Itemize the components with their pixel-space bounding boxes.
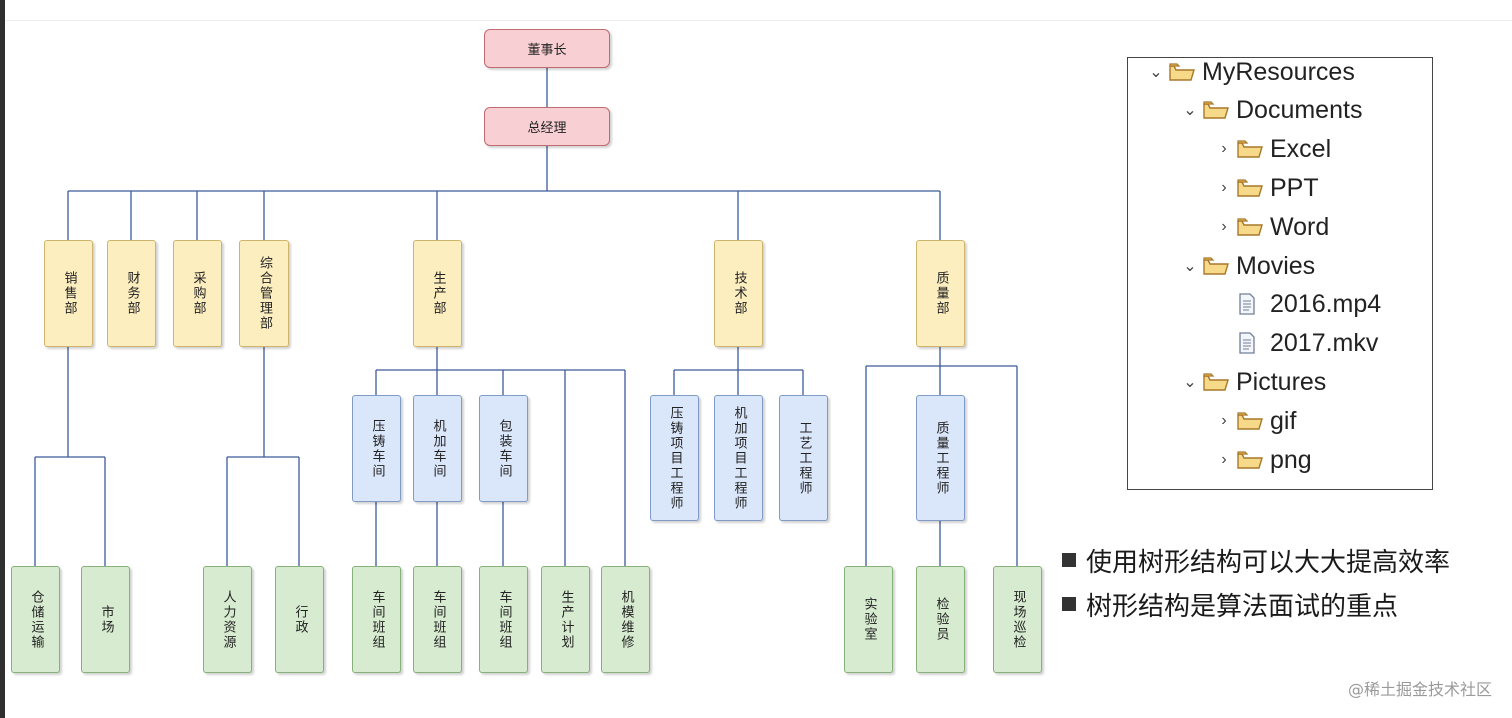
workshop-machining-box: 机加车间 bbox=[413, 395, 462, 502]
chevron-down-icon[interactable]: ⌄ bbox=[1183, 258, 1197, 275]
tree-label: Documents bbox=[1236, 95, 1363, 124]
unit-team-1-box: 车间班组 bbox=[352, 566, 401, 673]
watermark-footer: @稀土掘金技术社区 bbox=[1347, 680, 1492, 699]
unit-storage-transport-box: 仓储运输 bbox=[11, 566, 60, 673]
tree-node-2016-mp4[interactable]: 2016.mp4 bbox=[1212, 286, 1381, 322]
bullet-square-icon bbox=[1062, 553, 1076, 567]
bullet-square-icon bbox=[1062, 597, 1076, 611]
folder-open-icon bbox=[1236, 173, 1270, 203]
file-icon bbox=[1236, 289, 1270, 319]
tree-label: Word bbox=[1270, 212, 1330, 241]
tree-node-word[interactable]: › Word bbox=[1212, 209, 1329, 245]
unit-hr-box: 人力资源 bbox=[203, 566, 252, 673]
chevron-right-icon[interactable]: › bbox=[1221, 451, 1227, 468]
file-icon bbox=[1236, 328, 1270, 358]
chevron-right-icon[interactable]: › bbox=[1221, 412, 1227, 429]
unit-lab-box: 实验室 bbox=[844, 566, 893, 673]
dept-production-box: 生产部 bbox=[413, 240, 462, 347]
dept-quality-box: 质量部 bbox=[916, 240, 965, 347]
tree-label: PPT bbox=[1270, 173, 1319, 202]
dept-finance-box: 财务部 bbox=[107, 240, 156, 347]
window-edge bbox=[0, 0, 5, 718]
unit-team-3-box: 车间班组 bbox=[479, 566, 528, 673]
folder-open-icon bbox=[1202, 367, 1236, 397]
tree-node-ppt[interactable]: › PPT bbox=[1212, 170, 1319, 206]
tech-diecasting-engineer-box: 压铸项目工程师 bbox=[650, 395, 699, 521]
dept-admin-box: 综合管理部 bbox=[239, 240, 289, 347]
bullet-text: 使用树形结构可以大大提高效率 bbox=[1086, 547, 1451, 578]
tree-node-png[interactable]: › png bbox=[1212, 442, 1312, 478]
bullet-item: 使用树形结构可以大大提高效率 bbox=[1062, 538, 1450, 582]
unit-market-box: 市场 bbox=[81, 566, 130, 673]
quality-engineer-box: 质量工程师 bbox=[916, 395, 965, 521]
tree-label: png bbox=[1270, 445, 1312, 474]
folder-open-icon bbox=[1236, 134, 1270, 164]
chevron-right-icon[interactable]: › bbox=[1221, 140, 1227, 157]
folder-open-icon bbox=[1202, 95, 1236, 125]
tree-node-2017-mkv[interactable]: 2017.mkv bbox=[1212, 325, 1378, 361]
bullet-text: 树形结构是算法面试的重点 bbox=[1086, 591, 1399, 622]
workshop-diecasting-box: 压铸车间 bbox=[352, 395, 401, 502]
folder-open-icon bbox=[1236, 445, 1270, 475]
unit-team-2-box: 车间班组 bbox=[413, 566, 462, 673]
bullet-item: 树形结构是算法面试的重点 bbox=[1062, 582, 1450, 626]
tech-machining-engineer-box: 机加项目工程师 bbox=[714, 395, 763, 521]
dept-tech-box: 技术部 bbox=[714, 240, 763, 347]
unit-administration-box: 行政 bbox=[275, 566, 324, 673]
unit-mold-repair-box: 机模维修 bbox=[601, 566, 650, 673]
unit-patrol-inspection-box: 现场巡检 bbox=[993, 566, 1042, 673]
chevron-down-icon[interactable]: ⌄ bbox=[1183, 374, 1197, 391]
tree-label: 2017.mkv bbox=[1270, 328, 1379, 357]
chairman-box: 董事长 bbox=[484, 29, 610, 68]
folder-open-icon bbox=[1236, 212, 1270, 242]
folder-open-icon bbox=[1168, 57, 1202, 87]
tree-node-gif[interactable]: › gif bbox=[1212, 403, 1296, 439]
dept-sales-box: 销售部 bbox=[44, 240, 93, 347]
file-tree-panel: ⌄ MyResources ⌄ Documents › Excel › PPT … bbox=[1127, 57, 1433, 490]
folder-open-icon bbox=[1202, 251, 1236, 281]
chevron-down-icon[interactable]: ⌄ bbox=[1183, 102, 1197, 119]
dept-purchasing-box: 采购部 bbox=[173, 240, 222, 347]
tech-process-engineer-box: 工艺工程师 bbox=[779, 395, 828, 521]
chevron-right-icon[interactable]: › bbox=[1221, 179, 1227, 196]
tree-label: 2016.mp4 bbox=[1270, 289, 1382, 318]
tree-label: Movies bbox=[1236, 251, 1316, 280]
tree-label: MyResources bbox=[1202, 57, 1355, 86]
chevron-down-icon[interactable]: ⌄ bbox=[1149, 64, 1163, 81]
tree-node-documents[interactable]: ⌄ Documents bbox=[1178, 92, 1362, 128]
unit-production-plan-box: 生产计划 bbox=[541, 566, 590, 673]
tree-label: Pictures bbox=[1236, 367, 1327, 396]
unit-inspector-box: 检验员 bbox=[916, 566, 965, 673]
folder-open-icon bbox=[1236, 406, 1270, 436]
tree-node-excel[interactable]: › Excel bbox=[1212, 131, 1331, 167]
tree-label: gif bbox=[1270, 406, 1297, 435]
tree-node-pictures[interactable]: ⌄ Pictures bbox=[1178, 364, 1326, 400]
general-manager-box: 总经理 bbox=[484, 107, 610, 146]
bullet-list: 使用树形结构可以大大提高效率 树形结构是算法面试的重点 bbox=[1062, 538, 1450, 626]
tree-node-movies[interactable]: ⌄ Movies bbox=[1178, 248, 1315, 284]
workshop-packaging-box: 包装车间 bbox=[479, 395, 528, 502]
tree-label: Excel bbox=[1270, 134, 1332, 163]
top-divider bbox=[5, 20, 1512, 21]
chevron-right-icon[interactable]: › bbox=[1221, 218, 1227, 235]
tree-node-myresources[interactable]: ⌄ MyResources bbox=[1144, 54, 1355, 90]
